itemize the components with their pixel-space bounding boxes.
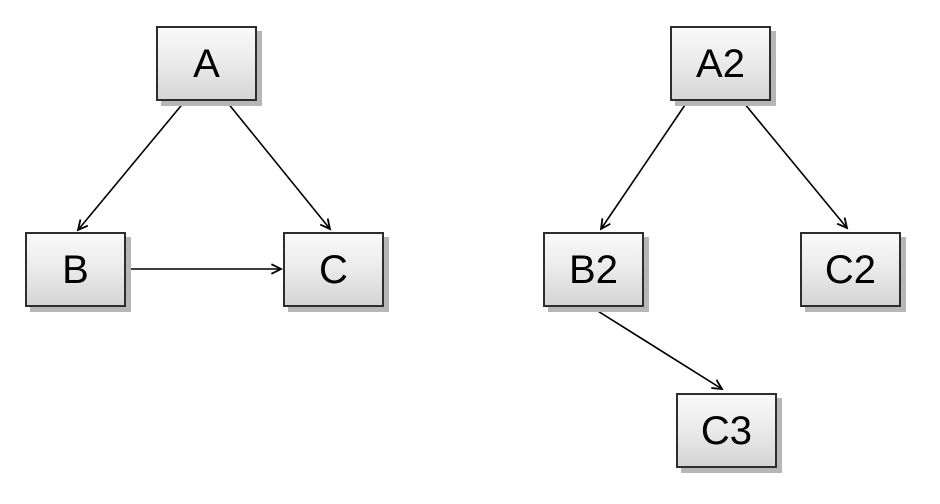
edge-a2-to-b2 xyxy=(599,101,688,231)
node-c-label: C xyxy=(319,247,348,292)
edge-a-to-c xyxy=(226,101,332,231)
node-b2[interactable]: B2 xyxy=(543,232,644,307)
node-a2-label: A2 xyxy=(696,41,745,86)
edge-a2-to-c2 xyxy=(743,102,849,230)
node-b[interactable]: B xyxy=(25,232,126,307)
node-c2[interactable]: C2 xyxy=(800,232,901,307)
node-c3[interactable]: C3 xyxy=(676,393,777,468)
node-b-label: B xyxy=(62,247,89,292)
edge-a-to-b xyxy=(76,100,186,232)
node-a[interactable]: A xyxy=(156,26,257,101)
node-c3-label: C3 xyxy=(700,408,753,453)
node-c[interactable]: C xyxy=(283,232,384,307)
node-b2-label: B2 xyxy=(569,247,618,292)
node-c2-label: C2 xyxy=(824,247,877,292)
edge-b2-to-c3 xyxy=(592,307,724,391)
node-a2[interactable]: A2 xyxy=(670,26,771,101)
node-a-label: A xyxy=(193,41,220,86)
